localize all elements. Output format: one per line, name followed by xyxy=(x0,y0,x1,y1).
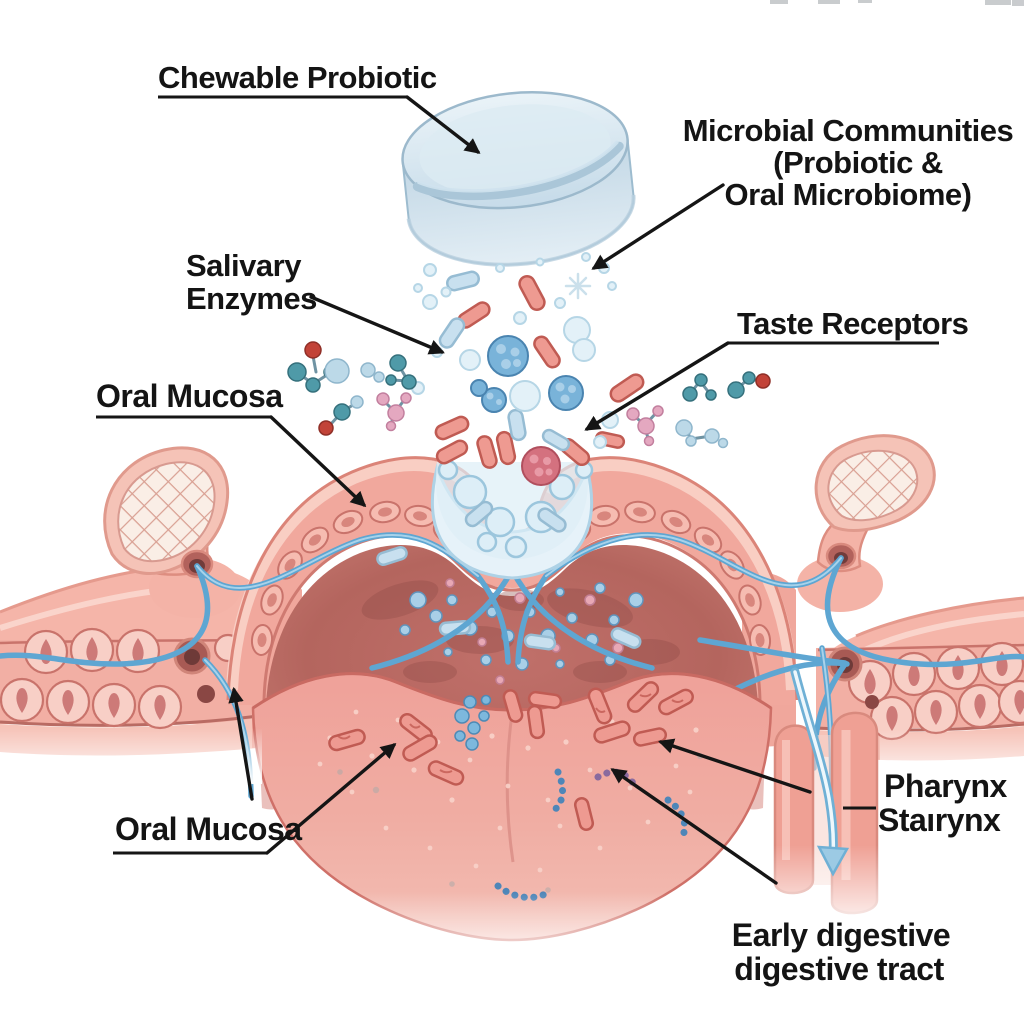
arrow-pharynx xyxy=(658,738,812,794)
right-papilla xyxy=(797,434,936,612)
arrow-microbial-communities xyxy=(591,183,725,270)
annotation-arrows xyxy=(96,95,939,885)
label-microbial-communities-line2: (Probiotic & xyxy=(773,145,943,180)
label-early-digestive-line2: digestive tract xyxy=(734,951,944,987)
label-oral-mucosa-top: Oral Mucosa xyxy=(96,378,283,414)
arrow-taste-receptors xyxy=(584,341,730,431)
label-microbial-communities-line1: Microbial Communities xyxy=(683,113,1014,148)
pharynx xyxy=(760,667,890,935)
label-pharynx-line2: Staırynx xyxy=(878,802,1001,838)
falling-microbes xyxy=(411,274,645,486)
labels: Chewable Probiotic Microbial Communities… xyxy=(96,60,1014,987)
arrow-oral-mucosa-bottom-up xyxy=(228,686,254,801)
label-pharynx-line1: Pharynx xyxy=(884,768,1007,804)
label-salivary-enzymes-line2: Enzymes xyxy=(186,281,317,316)
arrow-salivary-enzymes xyxy=(309,295,445,355)
arrow-oral-mucosa-bottom-right xyxy=(265,742,397,855)
enzyme-molecules-right xyxy=(626,371,771,449)
left-papilla xyxy=(103,446,241,618)
arrow-oral-mucosa-top xyxy=(269,415,367,508)
saliva-pool xyxy=(431,430,594,580)
label-salivary-enzymes-line1: Salivary xyxy=(186,248,302,283)
label-microbial-communities-line3: Oral Microbiome) xyxy=(725,177,972,212)
label-early-digestive-line1: Early digestive xyxy=(732,917,950,953)
swallow-arrow xyxy=(790,667,850,877)
top-edge-artifacts xyxy=(770,0,1024,6)
enzyme-molecules-left xyxy=(287,341,417,436)
arrow-early-digestive xyxy=(610,768,778,885)
arrow-chewable-probiotic xyxy=(405,95,481,154)
label-oral-mucosa-bottom: Oral Mucosa xyxy=(115,811,302,847)
probiotic-tablet xyxy=(401,90,636,267)
label-chewable-probiotic: Chewable Probiotic xyxy=(158,60,437,95)
band-fades xyxy=(0,728,1024,786)
tongue xyxy=(251,672,773,968)
label-taste-receptors: Taste Receptors xyxy=(737,306,968,341)
